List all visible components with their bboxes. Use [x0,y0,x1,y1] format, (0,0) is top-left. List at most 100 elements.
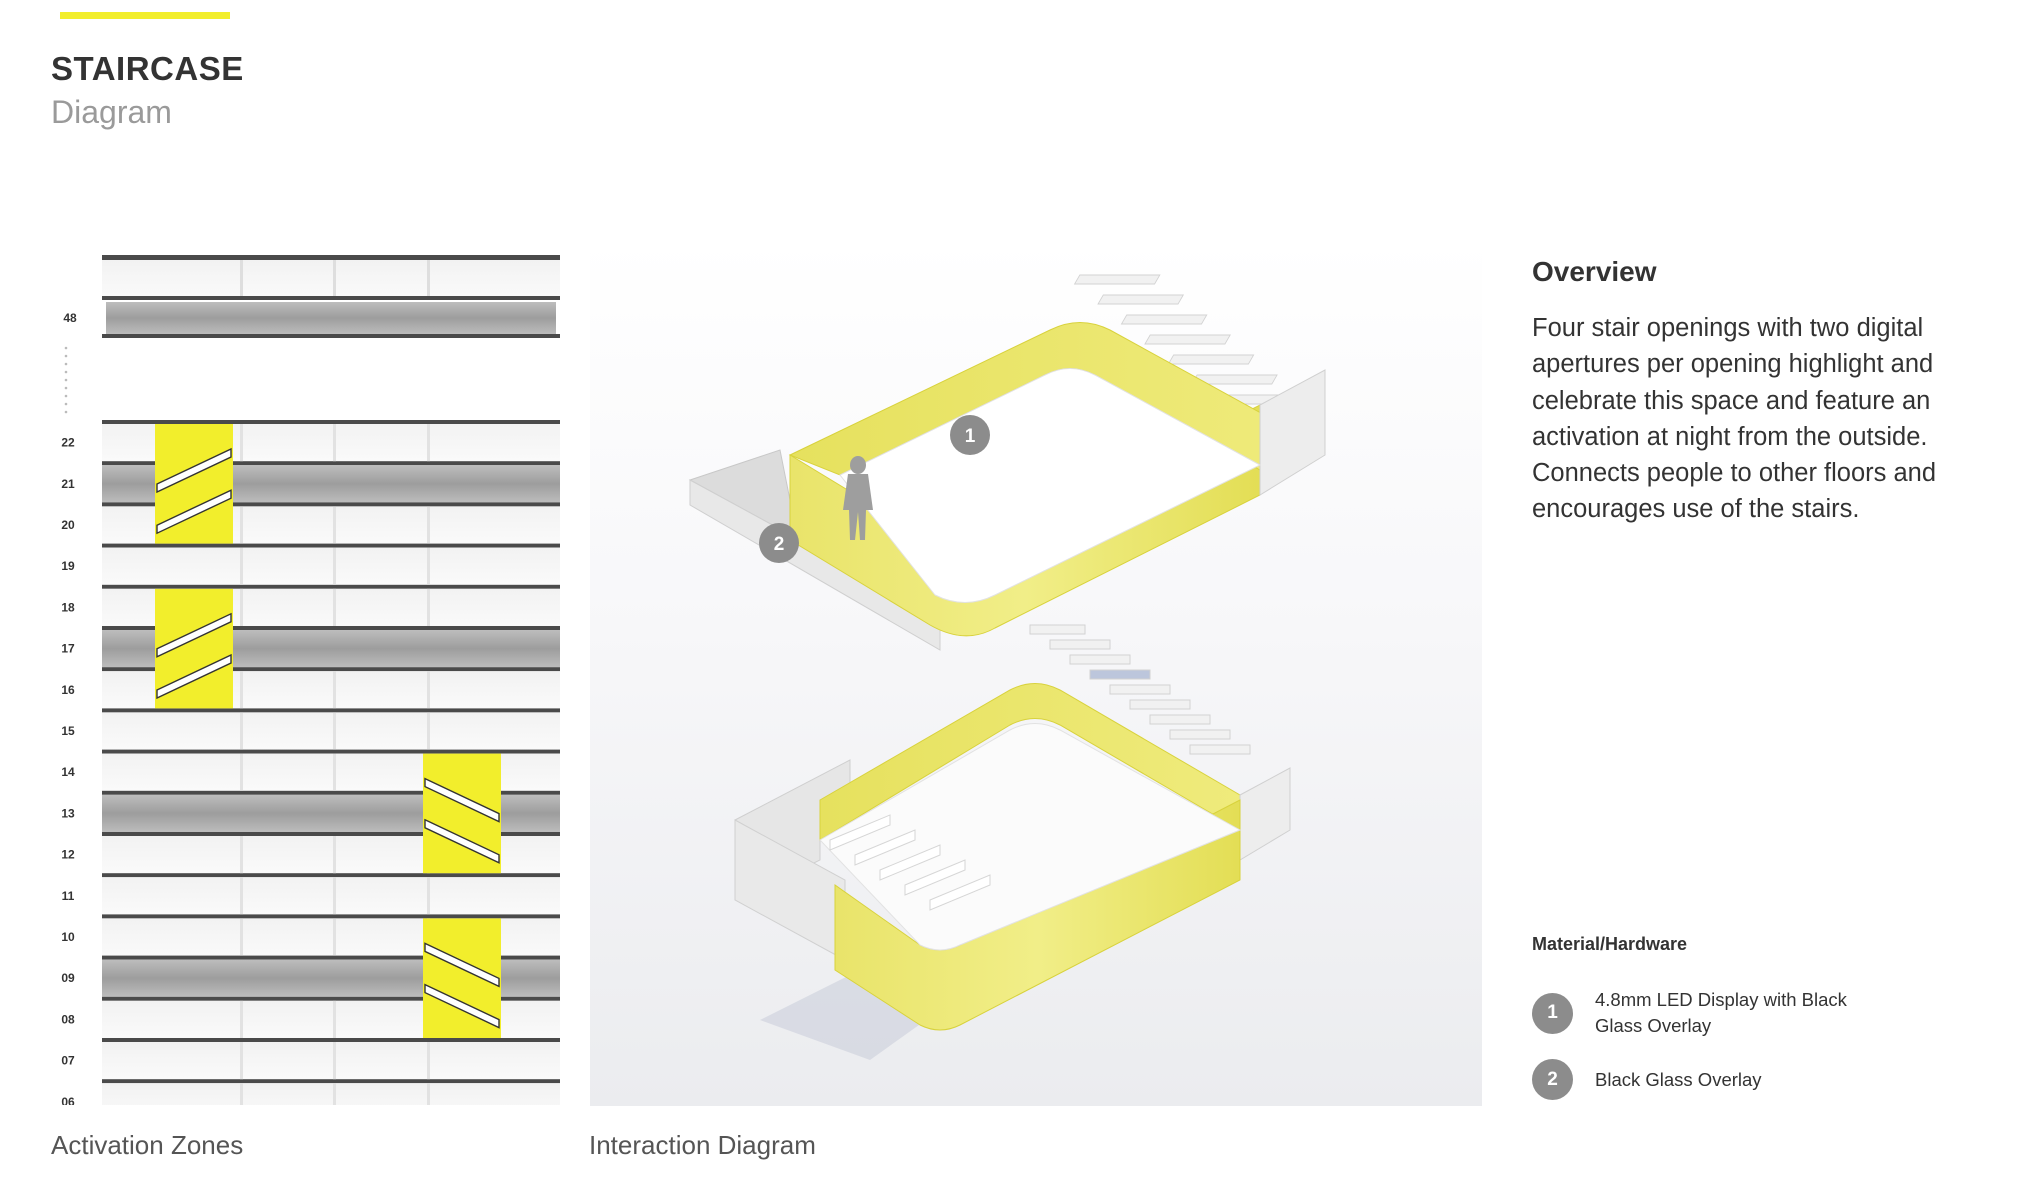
dot [64,354,68,358]
upper-stair-flight [1073,274,1302,405]
floor-band [106,302,556,334]
svg-text:2: 2 [774,534,785,555]
stair-flight [156,447,232,494]
floor-label: 14 [61,765,75,779]
column [240,1083,243,1105]
material-number-badge: 2 [1532,1059,1573,1100]
slab [102,1038,560,1042]
column [333,671,336,709]
column [427,1042,430,1080]
dot [64,346,68,350]
activation-highlights [155,424,501,1038]
floor-block [102,877,560,915]
material-label: Black Glass Overlay [1595,1068,1762,1090]
floor-label: 15 [61,724,75,738]
slab [102,708,560,713]
floor-label: 20 [61,518,75,532]
dot [64,402,68,406]
column [240,671,243,709]
slab [102,790,560,795]
material-item-2: 2 Black Glass Overlay [1532,1059,1895,1100]
column [333,836,336,874]
middle-stair-flight [1029,624,1251,755]
dot [64,386,68,390]
accent-bar [60,12,230,19]
column [427,877,430,915]
column [333,1042,336,1080]
slab [102,667,560,672]
floor-block [102,712,560,750]
slab [102,461,560,466]
column [240,588,243,626]
floor-block [102,1083,560,1105]
floor-label: 16 [61,683,75,697]
slab [102,749,560,754]
page-subtitle: Diagram [51,94,172,130]
slab [102,873,560,878]
slab [102,334,560,338]
column [333,1083,336,1105]
interaction-diagram: 1 2 [590,240,1482,1106]
slab [102,296,560,300]
floor-label: 19 [61,559,75,573]
floor-label: 09 [61,971,75,985]
column [333,918,336,956]
column [427,1083,430,1105]
stair-flight [424,818,500,864]
column [333,424,336,462]
stair-flight [424,942,500,988]
dot [64,362,68,366]
person-figure [843,456,873,540]
column [240,260,243,296]
stair-flight [156,489,232,535]
column [427,506,430,544]
material-number-badge: 1 [1532,992,1573,1034]
floor-block [102,260,560,296]
slab [102,626,560,630]
column [427,260,430,296]
caption-interaction-diagram: Interaction Diagram [589,1130,816,1160]
column [427,547,430,585]
callout-1: 1 [950,415,990,455]
floor-label: 13 [61,806,75,820]
slab [102,420,560,424]
floor-block [102,1042,560,1080]
column [333,588,336,626]
column [240,753,243,791]
dot [64,378,68,382]
column [240,918,243,956]
floor-label: 12 [61,848,75,862]
slab [102,255,560,260]
column [333,753,336,791]
column [427,424,430,462]
column [333,260,336,296]
column [427,588,430,626]
stair-flight [424,777,500,823]
slab [102,914,560,919]
column [240,712,243,750]
floor-label: 22 [61,436,75,450]
material-item-1: 1 4.8mm LED Display with Black Glass Ove… [1532,987,1895,1039]
svg-text:1: 1 [965,426,976,447]
floor-label: 07 [61,1054,75,1068]
slab [102,543,560,548]
column [333,547,336,585]
floor-label: 18 [61,600,75,614]
floor-block [102,547,560,585]
column [427,671,430,709]
column [333,712,336,750]
overview-title: Overview [1532,256,1657,287]
column [240,836,243,874]
dot [64,394,68,398]
page-title: STAIRCASE [51,50,244,87]
column [240,424,243,462]
column [240,547,243,585]
column [240,1042,243,1080]
floor-label: 11 [62,889,75,903]
floor-label: 17 [61,642,75,656]
caption-activation-zones: Activation Zones [51,1130,244,1160]
column [240,877,243,915]
slab [102,832,560,836]
floor-label: 08 [61,1012,75,1026]
